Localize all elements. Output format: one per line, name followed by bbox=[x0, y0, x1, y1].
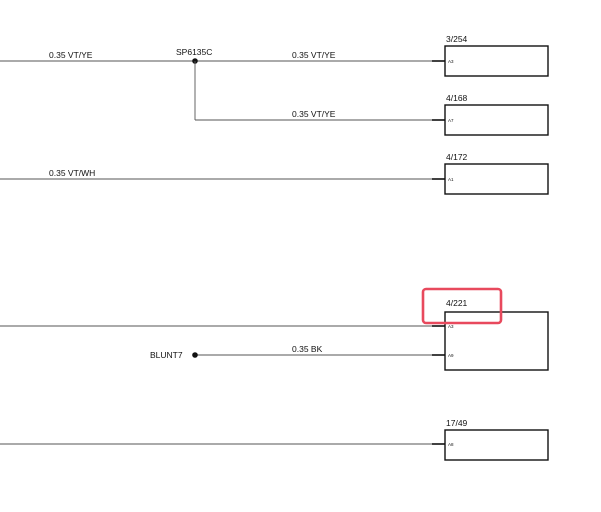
connector-ref-4-172: 4/172 bbox=[446, 152, 468, 162]
ground-label: BLUNT7 bbox=[150, 350, 183, 360]
connector-ref-4-221: 4/221 bbox=[446, 298, 468, 308]
pin-label-4-168: A7 bbox=[448, 118, 454, 123]
connector-ref-4-168: 4/168 bbox=[446, 93, 468, 103]
connector-ref-3-254: 3/254 bbox=[446, 34, 468, 44]
wire-label-vt-ye-right: 0.35 VT/YE bbox=[292, 50, 336, 60]
wire-label-vt-wh: 0.35 VT/WH bbox=[49, 168, 95, 178]
pin-label-4-221-a9: A9 bbox=[448, 353, 454, 358]
connector-4-221[interactable] bbox=[444, 311, 549, 371]
pin-label-3-254: A3 bbox=[448, 59, 454, 64]
wire-label-vt-ye-branch: 0.35 VT/YE bbox=[292, 109, 336, 119]
wire-label-vt-ye-left: 0.35 VT/YE bbox=[49, 50, 93, 60]
pin-label-4-172: A1 bbox=[448, 177, 454, 182]
pin-label-4-221-a3: A3 bbox=[448, 324, 454, 329]
wire-label-bk: 0.35 BK bbox=[292, 344, 323, 354]
connector-4-172[interactable] bbox=[444, 163, 549, 195]
connector-3-254[interactable] bbox=[444, 45, 549, 77]
highlight-box-4-221 bbox=[421, 287, 503, 325]
splice-label: SP6135C bbox=[176, 47, 212, 57]
ground-node-blunt7[interactable] bbox=[192, 352, 198, 358]
connector-4-168[interactable] bbox=[444, 104, 549, 136]
connector-17-49[interactable] bbox=[444, 429, 549, 461]
connector-ref-17-49: 17/49 bbox=[446, 418, 468, 428]
pin-label-17-49: A8 bbox=[448, 442, 454, 447]
